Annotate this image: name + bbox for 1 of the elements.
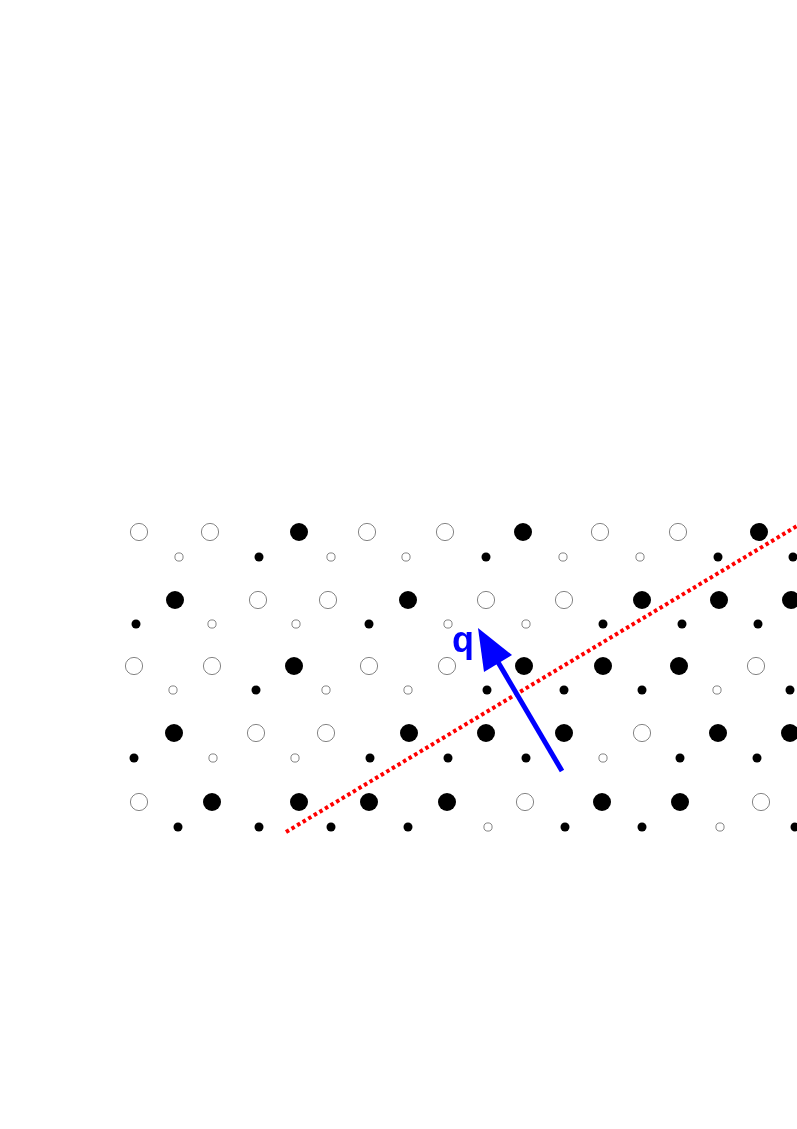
vector-label: q — [452, 622, 474, 658]
